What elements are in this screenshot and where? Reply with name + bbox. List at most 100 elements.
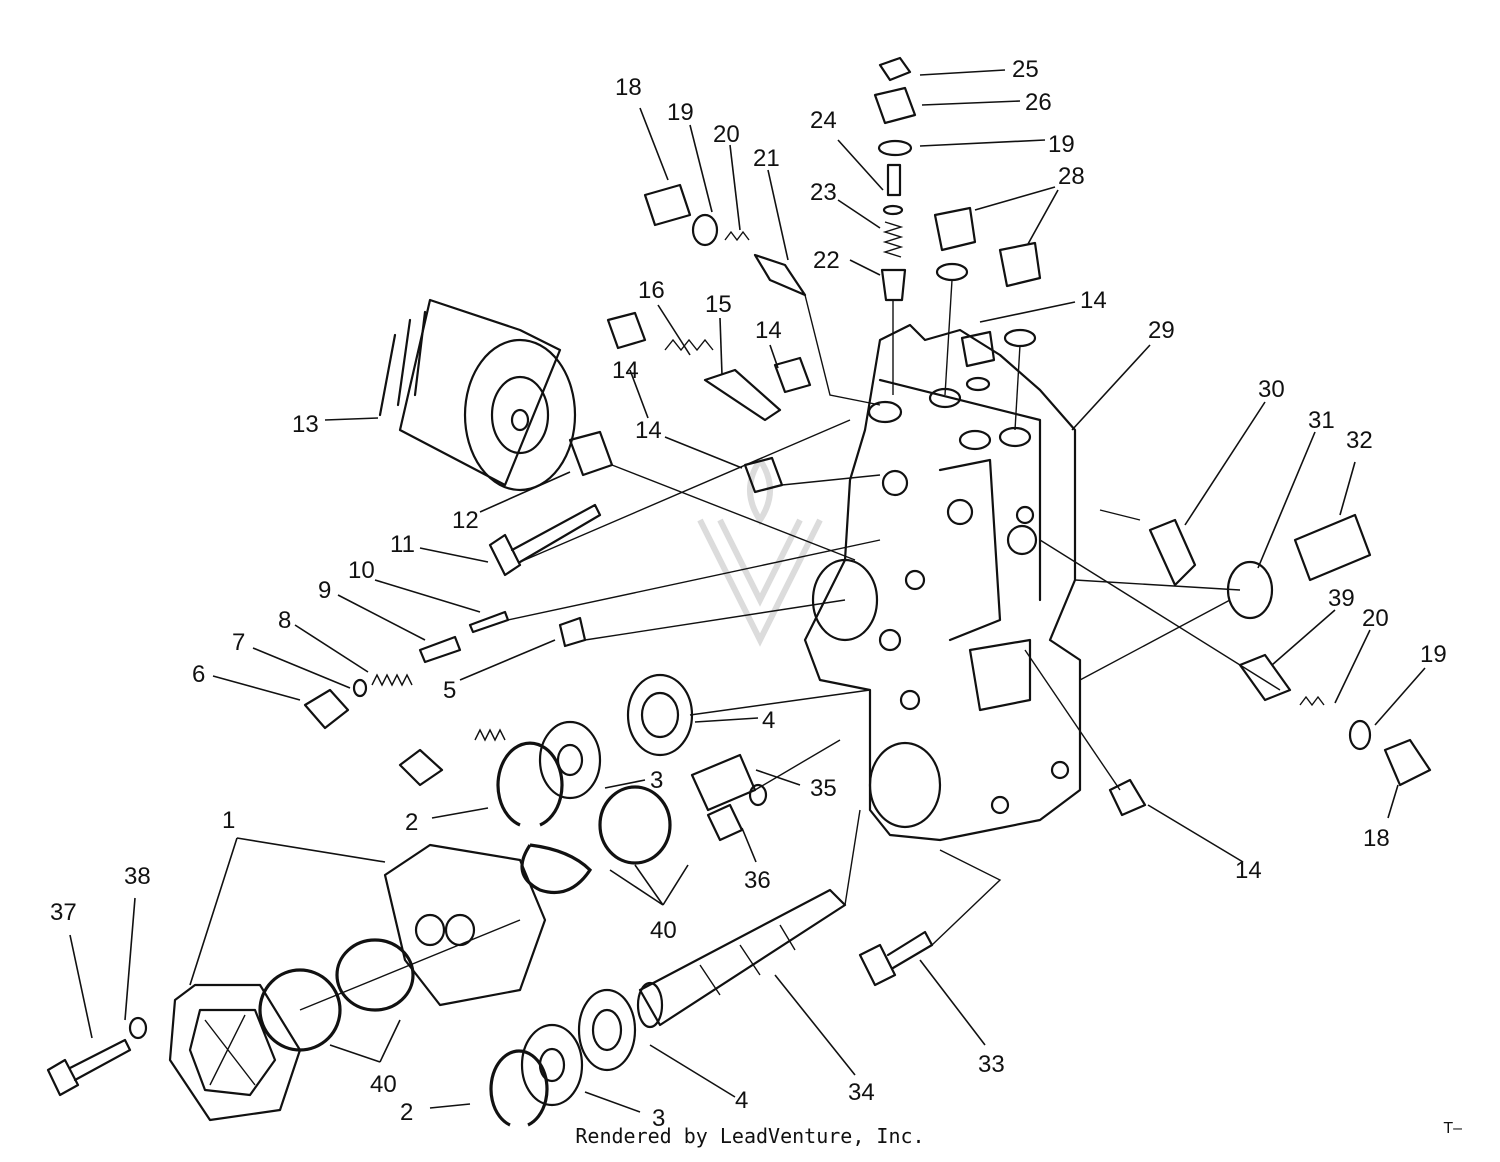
spool-15 [703, 368, 782, 422]
label-30: 30 [1258, 376, 1285, 403]
label-7: 7 [232, 629, 245, 656]
bearing-lower-inner [591, 1008, 623, 1052]
label-35: 35 [810, 775, 837, 802]
label-14-top: 14 [1080, 287, 1107, 314]
fitting-5 [558, 616, 587, 648]
label-11: 11 [390, 531, 415, 558]
part-labels: 1 2 2 3 3 4 4 5 6 7 8 9 10 11 12 13 14 1… [50, 56, 1447, 1132]
label-31: 31 [1308, 407, 1335, 434]
label-21: 21 [753, 145, 780, 172]
valve-body-housing [803, 323, 1082, 842]
corner-mark: T– [1443, 1120, 1462, 1137]
label-20-left: 20 [713, 121, 740, 148]
nut-26 [873, 86, 917, 125]
snap-ring-upper [496, 741, 564, 827]
label-3-lower: 3 [652, 1105, 665, 1132]
label-3-upper: 3 [650, 767, 663, 794]
washer-38 [128, 1016, 148, 1040]
plug-12 [568, 430, 614, 477]
label-6: 6 [192, 661, 205, 688]
label-4-lower: 4 [735, 1087, 748, 1114]
seal-lower-inner [538, 1047, 566, 1083]
plug-16 [606, 311, 647, 350]
snap-ring-lower [489, 1049, 549, 1127]
sleeve-32 [1293, 513, 1372, 582]
plunger-9 [418, 635, 462, 664]
label-36: 36 [744, 867, 771, 894]
plug-5-left [398, 748, 444, 787]
label-19-top: 19 [1048, 131, 1075, 158]
label-18-top: 18 [615, 74, 642, 101]
oring-28-left [935, 262, 969, 282]
seal-lower [520, 1023, 584, 1107]
bushing-36 [706, 803, 744, 842]
seal-upper [538, 720, 602, 800]
seal-upper-inner [556, 743, 584, 777]
pin-10 [468, 610, 510, 634]
label-14-spool: 14 [612, 357, 639, 384]
label-40-right: 40 [650, 917, 677, 944]
oring-19-right [1348, 719, 1372, 751]
label-8: 8 [278, 607, 291, 634]
spring-20-left [724, 230, 750, 242]
bolt-11 [488, 503, 602, 577]
label-2-upper: 2 [405, 809, 418, 836]
label-10: 10 [348, 557, 375, 584]
label-22: 22 [813, 247, 840, 274]
bearing-lower [577, 988, 637, 1072]
label-16: 16 [638, 277, 665, 304]
plug-28-right [998, 241, 1042, 288]
render-credit: Rendered by LeadVenture, Inc. [575, 1124, 925, 1148]
spring-5 [474, 728, 506, 742]
fitting-14-right [1108, 778, 1147, 817]
sleeve-35 [690, 753, 757, 812]
bearing-31 [1226, 560, 1274, 620]
plug-14-top [960, 330, 996, 368]
label-23: 23 [810, 179, 837, 206]
spring-23 [882, 221, 904, 258]
oring-19-left [691, 213, 719, 247]
label-32: 32 [1346, 427, 1373, 454]
label-9: 9 [318, 577, 331, 604]
spring-16 [664, 338, 714, 352]
label-29: 29 [1148, 317, 1175, 344]
label-14-bottom: 14 [1235, 857, 1262, 884]
washer-7 [352, 678, 368, 698]
label-13: 13 [292, 411, 319, 438]
label-26: 26 [1025, 89, 1052, 116]
oil-filter [378, 298, 577, 492]
label-2-lower: 2 [400, 1099, 413, 1126]
poppet-22 [880, 268, 907, 302]
label-34: 34 [848, 1079, 875, 1106]
label-15: 15 [705, 291, 732, 318]
bearing-upper-inner [640, 691, 680, 739]
label-1: 1 [222, 807, 235, 834]
oring-28-right [1003, 328, 1037, 348]
seal-ring-40b [598, 785, 672, 865]
label-38: 38 [124, 863, 151, 890]
label-14-mid: 14 [755, 317, 782, 344]
pump-front-plate [168, 983, 302, 1122]
cap-18-right [1383, 738, 1432, 787]
label-18-right: 18 [1363, 825, 1390, 852]
leader-lines [69, 69, 1426, 1113]
leadventure-watermark [697, 458, 823, 647]
bearing-upper [626, 673, 694, 757]
bolt-33 [858, 930, 934, 987]
label-4-upper: 4 [762, 707, 775, 734]
label-39: 39 [1328, 585, 1355, 612]
label-37: 37 [50, 899, 77, 926]
oring-19-top [877, 139, 913, 157]
elbow-fitting-30 [1148, 518, 1197, 587]
plug-18-top [643, 183, 692, 227]
spring-8 [371, 673, 413, 687]
label-33: 33 [978, 1051, 1005, 1078]
label-19-left: 19 [667, 99, 694, 126]
label-20-right: 20 [1362, 605, 1389, 632]
seal-ring-40d [335, 938, 415, 1012]
seal-ring-40c [258, 968, 342, 1052]
label-24: 24 [810, 107, 837, 134]
label-5: 5 [443, 677, 456, 704]
stem-24 [886, 163, 902, 197]
